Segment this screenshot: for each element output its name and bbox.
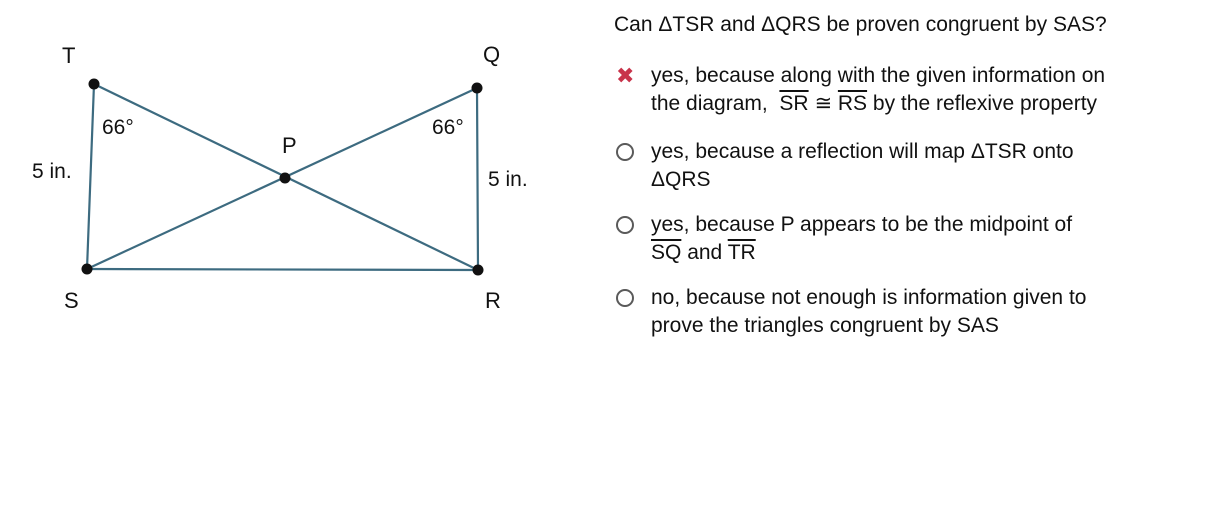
segment-SQ-label: SQ [651,241,682,264]
vertex-label-Q: Q [483,42,500,67]
side-label-TS: 5 in. [32,160,72,183]
option-1-line2-prefix: the diagram, [651,92,768,115]
x-mark-icon: ✖ [616,63,635,88]
option-3[interactable]: yes, because P appears to be the midpoin… [614,211,1204,267]
point-Q [471,82,483,94]
segment-TS [85,82,96,271]
segment-SR [85,267,480,272]
side-label-QR: 5 in. [488,168,528,191]
point-S [81,263,93,275]
option-4-text: no, because not enough is information gi… [651,284,1204,340]
angle-label-Q: 66° [432,116,464,139]
radio-icon[interactable] [616,289,634,307]
option-4-line1: no, because not enough is information gi… [651,286,1087,309]
segment-TR-label: TR [727,241,756,264]
vertex-label-S: S [64,288,79,313]
option-4-line2: prove the triangles congruent by SAS [651,314,999,337]
option-3-and: and [687,241,723,264]
segment-SR-label: SR [779,92,809,115]
vertex-label-T: T [62,43,75,68]
point-P [279,172,291,184]
option-1-selected-incorrect[interactable]: ✖ yes, because along with the given info… [614,62,1204,118]
vertex-label-P: P [282,133,297,158]
angle-label-T: 66° [102,116,134,139]
geometry-figure: T Q P S R 66° 66° 5 in. 5 in. [32,42,528,313]
option-2-line2: ΔQRS [651,168,711,191]
option-1-line2-suffix: by the reflexive property [872,92,1098,115]
point-T [88,78,100,90]
point-R [472,264,484,276]
radio-icon[interactable] [616,143,634,161]
segment-QR [475,86,480,272]
vertex-label-R: R [485,288,501,313]
segment-RS-label: RS [837,92,868,115]
option-3-text: yes, because P appears to be the midpoin… [651,211,1204,267]
option-3-line1: yes, because P appears to be the midpoin… [651,213,1073,236]
congruent-symbol: ≅ [814,92,833,115]
vertex-points [81,78,484,276]
option-2-line1: yes, because a reflection will map ΔTSR … [651,140,1074,163]
option-1-line1: yes, because along with the given inform… [651,64,1106,87]
option-2[interactable]: yes, because a reflection will map ΔTSR … [614,138,1204,194]
option-4[interactable]: no, because not enough is information gi… [614,284,1204,340]
option-2-text: yes, because a reflection will map ΔTSR … [651,138,1204,194]
option-1-text: yes, because along with the given inform… [651,62,1204,118]
radio-icon[interactable] [616,216,634,234]
question-text: Can ΔTSR and ΔQRS be proven congruent by… [614,13,1107,36]
